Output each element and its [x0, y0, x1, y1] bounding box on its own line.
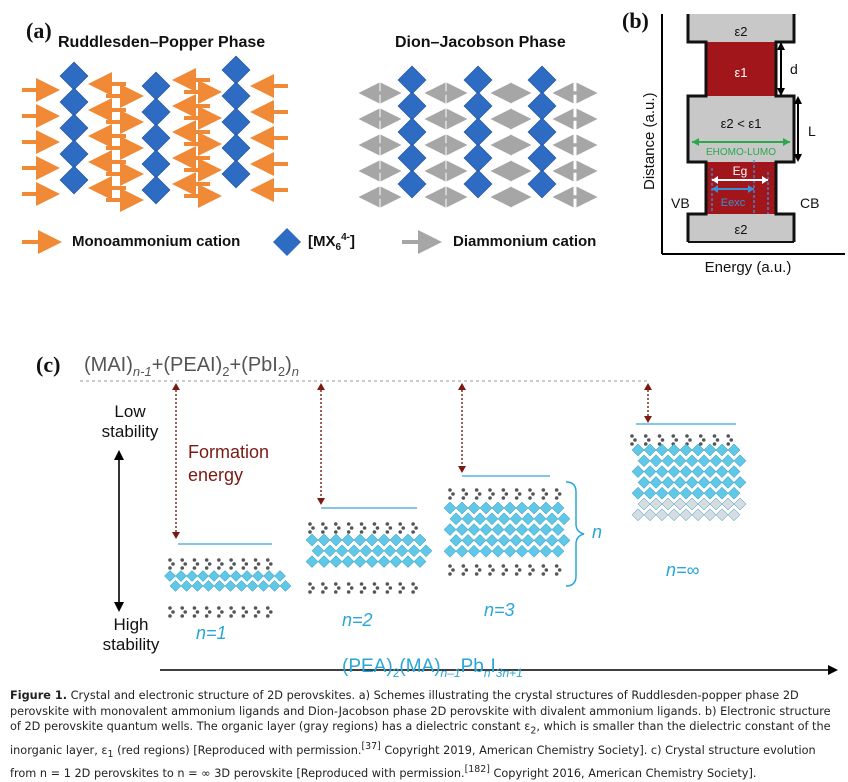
organic-ligands [448, 564, 562, 576]
formation-energy-label: Formation energy [188, 442, 270, 485]
octahedron [141, 71, 171, 101]
octahedron [221, 55, 251, 85]
band-edges [686, 14, 796, 242]
organic-layer-mid [688, 96, 794, 162]
octahedron [59, 61, 89, 91]
octahedron [221, 133, 251, 163]
octahedron [397, 65, 427, 95]
octahedron [527, 169, 557, 199]
panel-a-label: (a) [26, 18, 52, 43]
octahedron [59, 139, 89, 169]
crystal-lattice [631, 443, 747, 522]
octahedron [463, 143, 493, 173]
octahedron [463, 169, 493, 199]
eps1-label: ε1 [734, 65, 747, 80]
octahedron [141, 175, 171, 205]
high-stability-label: High stability [102, 615, 160, 654]
octahedron [397, 169, 427, 199]
eps2-top-label: ε2 [734, 24, 747, 39]
crystal-lattice [305, 533, 433, 568]
octahedron [463, 91, 493, 121]
legend-mx6: [MX64-] [308, 232, 355, 253]
x-axis-label: Energy (a.u.) [705, 259, 792, 276]
octahedron [397, 117, 427, 147]
panel-b-label: (b) [622, 8, 649, 33]
eg-label: Eg [733, 164, 748, 178]
octahedron [59, 113, 89, 143]
panel-c-stability-diagram [80, 380, 838, 675]
octahedron [397, 143, 427, 173]
dj-phase-title: Dion–Jacobson Phase [395, 34, 566, 51]
octahedron [527, 143, 557, 173]
organic-layer-top [688, 14, 794, 42]
panel-c-label: (c) [36, 352, 61, 377]
panel-b-quantum-well-diagram: ε2 ε1 ε2 < ε1 EHOMO-LUMO Eg Eexc ε2 d L … [641, 14, 845, 276]
organic-ligands [448, 488, 562, 500]
octahedron [141, 97, 171, 127]
dj-structure [358, 65, 598, 208]
octahedron [527, 117, 557, 147]
panel-a-structure-diagram [22, 55, 598, 256]
n-brace [565, 481, 585, 587]
reaction-equation: (MAI)n-1+(PEAI)2+(PbI2)n [84, 354, 299, 379]
octahedron [527, 65, 557, 95]
rp-structure [22, 55, 288, 212]
octahedron [141, 123, 171, 153]
octahedron [221, 81, 251, 111]
n2-label: n=2 [342, 610, 373, 630]
L-label: L [808, 123, 816, 139]
d-label: d [790, 61, 798, 77]
low-stability-label: Low stability [101, 402, 159, 441]
organic-ligands [630, 434, 734, 446]
n-brace-label: n [592, 522, 603, 542]
octahedron [463, 65, 493, 95]
ninf-label: n=∞ [666, 560, 700, 580]
organic-ligands [168, 606, 273, 618]
octahedron [59, 87, 89, 117]
octahedron [221, 107, 251, 137]
organic-ligands [308, 522, 418, 534]
n3-label: n=3 [484, 600, 515, 620]
organic-layer-bot [688, 214, 794, 242]
crystal-lattice [443, 501, 571, 558]
inorganic-layer-1 [706, 42, 776, 96]
organic-ligands [168, 558, 273, 570]
eps2-bot-label: ε2 [734, 222, 747, 237]
eexc-label: Eexc [721, 197, 746, 209]
figure-caption: Figure 1. Crystal and electronic structu… [10, 689, 831, 781]
general-formula: (PEA)2(MA)n–1PbnI3n+1 [342, 656, 523, 680]
rp-phase-title: Ruddlesden–Popper Phase [58, 34, 266, 51]
legend-diammonium: Diammonium cation [453, 233, 597, 250]
octahedron [463, 117, 493, 147]
vb-label: VB [671, 195, 690, 211]
octahedron [59, 165, 89, 195]
cb-label: CB [800, 195, 819, 211]
octahedron [527, 91, 557, 121]
y-axis-label: Distance (a.u.) [641, 92, 658, 190]
crystal-lattice [164, 570, 292, 592]
legend-octahedron [273, 228, 301, 256]
octahedron [221, 159, 251, 189]
homo-lumo-label: EHOMO-LUMO [706, 147, 776, 158]
octahedron [397, 91, 427, 121]
energy-levels [178, 423, 736, 545]
formation-arrows [175, 386, 649, 536]
octahedron [141, 149, 171, 179]
legend-monoammonium: Monoammonium cation [72, 233, 241, 250]
n1-label: n=1 [196, 623, 227, 643]
eps-mid-label: ε2 < ε1 [721, 116, 762, 131]
organic-ligands [308, 582, 418, 594]
